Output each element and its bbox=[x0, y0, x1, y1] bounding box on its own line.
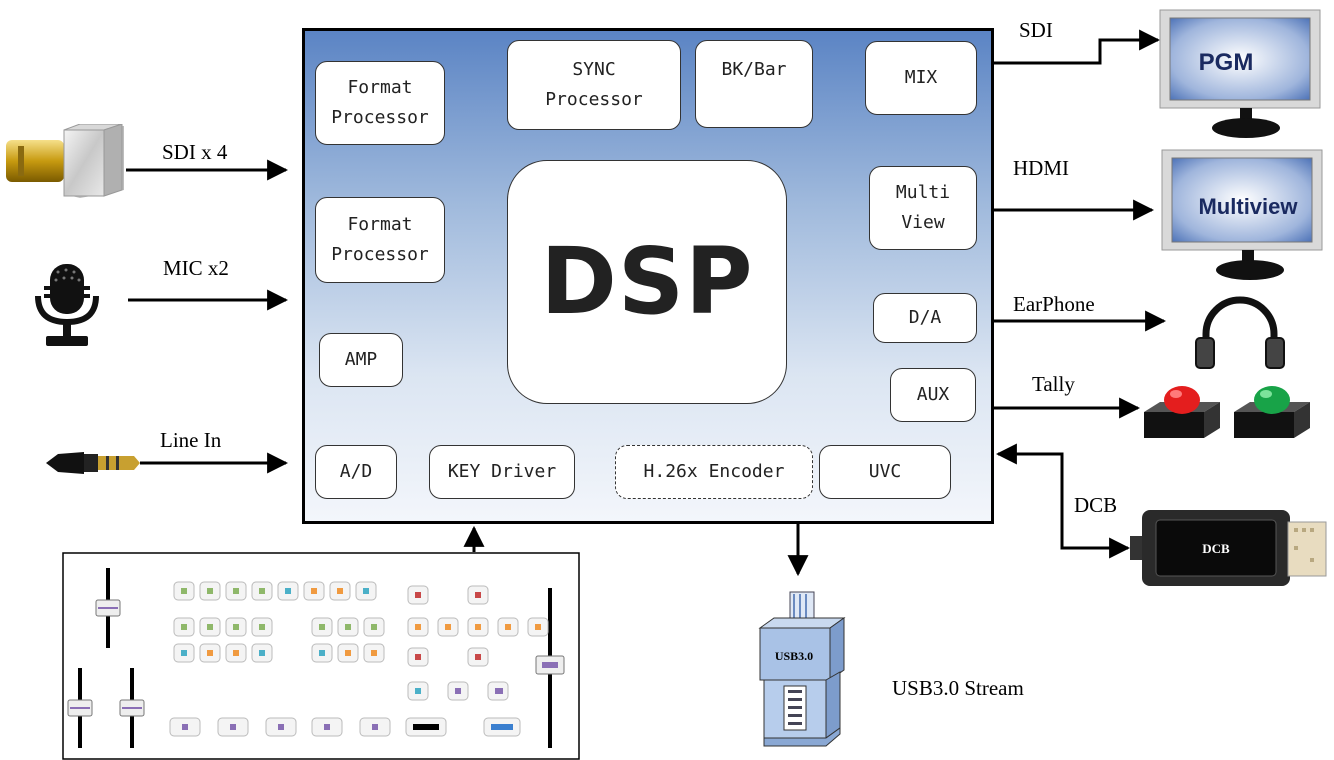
amp-block: AMP bbox=[319, 333, 403, 387]
panel-key-led bbox=[259, 588, 265, 594]
panel-key-led bbox=[324, 724, 330, 730]
panel-key-led bbox=[475, 624, 481, 630]
fader-1 bbox=[95, 568, 121, 648]
panel-key-led bbox=[345, 624, 351, 630]
panel-key-led bbox=[181, 624, 187, 630]
panel-key-led bbox=[445, 624, 451, 630]
multi-view-block: Multi View bbox=[869, 166, 977, 250]
format-processor-block-2: Format Processor bbox=[315, 197, 445, 283]
panel-key-led bbox=[475, 654, 481, 660]
dcb-device-icon: DCB bbox=[1130, 510, 1327, 586]
uvc-block: UVC bbox=[819, 445, 951, 499]
dcb-link-label: DCB bbox=[1074, 493, 1118, 517]
sdi-connector-icon bbox=[6, 124, 124, 198]
panel-key-led bbox=[535, 624, 541, 630]
hdmi-output-label: HDMI bbox=[1013, 156, 1069, 180]
multiview-monitor-icon: Multiview bbox=[1161, 149, 1323, 280]
panel-key-led bbox=[319, 650, 325, 656]
panel-key-led bbox=[371, 650, 377, 656]
panel-key-led bbox=[181, 588, 187, 594]
panel-key-led bbox=[233, 650, 239, 656]
dsp-board: Format Processor SYNC Processor BK/Bar M… bbox=[302, 28, 994, 524]
h26x-encoder-block: H.26x Encoder bbox=[615, 445, 813, 499]
panel-key-led bbox=[491, 724, 513, 730]
audio-jack-icon bbox=[46, 452, 140, 474]
pgm-monitor-icon: PGM bbox=[1159, 9, 1321, 138]
d-a-block: D/A bbox=[873, 293, 977, 343]
fader-3 bbox=[119, 668, 145, 748]
panel-key-led bbox=[278, 724, 284, 730]
microphone-icon bbox=[35, 264, 99, 346]
multiview-monitor-label: Multiview bbox=[1198, 194, 1298, 219]
tally-output-label: Tally bbox=[1032, 372, 1075, 396]
panel-key-led bbox=[230, 724, 236, 730]
panel-key-led bbox=[372, 724, 378, 730]
panel-key-led bbox=[415, 592, 421, 598]
aux-block: AUX bbox=[890, 368, 976, 422]
sdi-input-label: SDI x 4 bbox=[162, 140, 228, 164]
panel-key-led bbox=[207, 624, 213, 630]
panel-key-led bbox=[415, 624, 421, 630]
a-d-block: A/D bbox=[315, 445, 397, 499]
panel-key-led bbox=[259, 650, 265, 656]
panel-key-led bbox=[182, 724, 188, 730]
bk-bar-block: BK/Bar bbox=[695, 40, 813, 128]
panel-key-led bbox=[415, 688, 421, 694]
panel-key-led bbox=[181, 650, 187, 656]
sdi-output-label: SDI bbox=[1019, 18, 1053, 42]
panel-key-led bbox=[207, 588, 213, 594]
panel-key-led bbox=[233, 588, 239, 594]
dsp-core: DSP bbox=[507, 160, 787, 404]
panel-key-led bbox=[319, 624, 325, 630]
sync-processor-block: SYNC Processor bbox=[507, 40, 681, 130]
dcb-link-arrow bbox=[995, 443, 1131, 559]
usb-device-label: USB3.0 bbox=[775, 649, 813, 663]
panel-key-led bbox=[233, 624, 239, 630]
panel-key-led bbox=[497, 688, 503, 694]
fader-2 bbox=[67, 668, 93, 748]
panel-key-led bbox=[207, 650, 213, 656]
mic-input-label: MIC x2 bbox=[163, 256, 229, 280]
usb-device-icon: USB3.0 bbox=[758, 591, 846, 747]
sdi-output-arrow bbox=[992, 29, 1161, 65]
panel-key-led bbox=[371, 624, 377, 630]
panel-key-led bbox=[505, 624, 511, 630]
headphones-icon bbox=[1195, 296, 1285, 369]
tally-red-icon bbox=[1144, 386, 1220, 438]
dcb-device-label: DCB bbox=[1202, 541, 1230, 556]
panel-key-led bbox=[455, 688, 461, 694]
panel-key-led bbox=[311, 588, 317, 594]
line-in-label: Line In bbox=[160, 428, 222, 452]
pgm-monitor-label: PGM bbox=[1199, 49, 1254, 76]
earphone-output-label: EarPhone bbox=[1013, 292, 1095, 316]
mix-block: MIX bbox=[865, 41, 977, 115]
format-processor-block-1: Format Processor bbox=[315, 61, 445, 145]
panel-key-led bbox=[413, 724, 439, 730]
usb-stream-label: USB3.0 Stream bbox=[892, 676, 1024, 700]
panel-key-led bbox=[337, 588, 343, 594]
panel-key-led bbox=[345, 650, 351, 656]
panel-key-led bbox=[259, 624, 265, 630]
key-buttons bbox=[169, 581, 549, 737]
key-driver-block: KEY Driver bbox=[429, 445, 575, 499]
panel-key-led bbox=[415, 654, 421, 660]
panel-key-led bbox=[363, 588, 369, 594]
panel-key-led bbox=[285, 588, 291, 594]
fader-4 bbox=[535, 588, 565, 748]
tally-green-icon bbox=[1234, 386, 1310, 438]
control-panel-icon bbox=[62, 552, 580, 760]
panel-key-led bbox=[475, 592, 481, 598]
